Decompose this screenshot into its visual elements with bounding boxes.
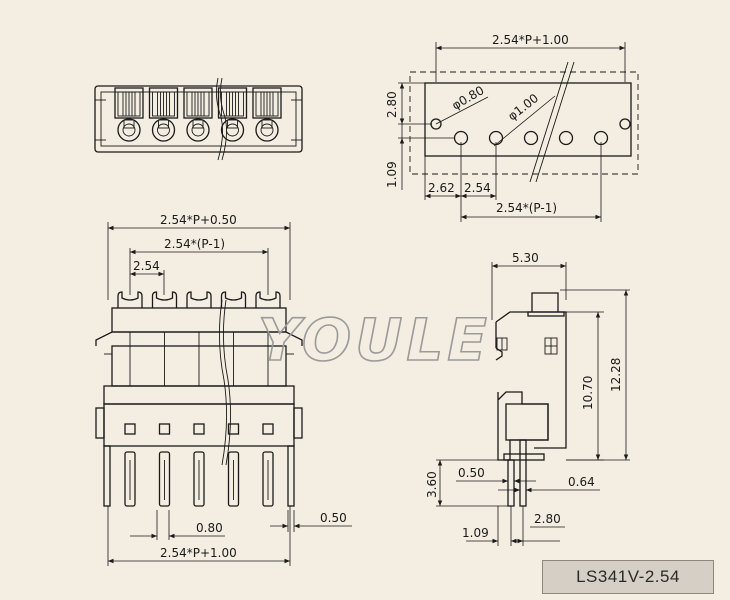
dim-side-pin-thick: 0.50 [458,466,485,480]
pcb-hole-small [430,118,442,130]
dim-hole-large: φ1.00 [505,91,541,123]
front-view: 2.54*P+0.50 2.54*(P-1) 2.54 0.80 0. [95,213,352,566]
dim-front-base: 2.54*P+1.00 [160,546,237,560]
pcb-holes [430,118,631,146]
front-pin [186,291,212,507]
pcb-hole-small [619,118,631,130]
front-pin [151,291,178,507]
dim-side-pin-spacing: 2.80 [534,512,561,526]
dim-side-pin-offset: 0.64 [568,475,595,489]
top-slot [252,87,282,142]
part-number-label: LS341V-2.54 [542,560,714,594]
top-slot [114,87,144,142]
front-pin [117,291,143,507]
front-pins [117,291,281,507]
front-pin [255,291,281,507]
watermark: YOULE [258,306,491,374]
top-slot [217,87,248,142]
dim-pcb-edge: 2.62 [428,181,455,195]
dim-side-total-height: 12.28 [609,358,623,392]
pcb-hole-view: 2.54*P+1.00 2.80 1.09 φ0.80 φ1.00 2.62 2… [385,33,639,222]
dim-pcb-span: 2.54*(P-1) [496,201,557,215]
pcb-hole-large [558,130,574,146]
dim-pcb-pitch: 2.54 [464,181,491,195]
dim-side-body-height: 10.70 [581,376,595,410]
top-slot [183,87,213,142]
dim-hole-small: φ0.80 [450,83,487,112]
dim-side-depth: 5.30 [512,251,539,265]
dim-front-overall: 2.54*P+0.50 [160,213,237,227]
dim-pcb-height: 2.80 [385,91,399,118]
dim-pcb-offset: 1.09 [385,161,399,188]
top-view-slots [114,87,282,142]
front-pin [220,291,247,507]
dim-side-pin-edge: 1.09 [462,526,489,540]
top-slot [148,87,179,142]
top-view [94,77,303,161]
dim-front-span: 2.54*(P-1) [164,237,225,251]
dim-front-pitch: 2.54 [133,259,160,273]
dim-front-pin-thick: 0.50 [320,511,347,525]
dim-side-pin-length: 3.60 [425,471,439,498]
dim-pcb-overall: 2.54*P+1.00 [492,33,569,47]
dim-front-pin-width: 0.80 [196,521,223,535]
pcb-hole-large [523,130,539,146]
side-view: 5.30 10.70 12.28 3.60 0.50 [425,251,630,546]
